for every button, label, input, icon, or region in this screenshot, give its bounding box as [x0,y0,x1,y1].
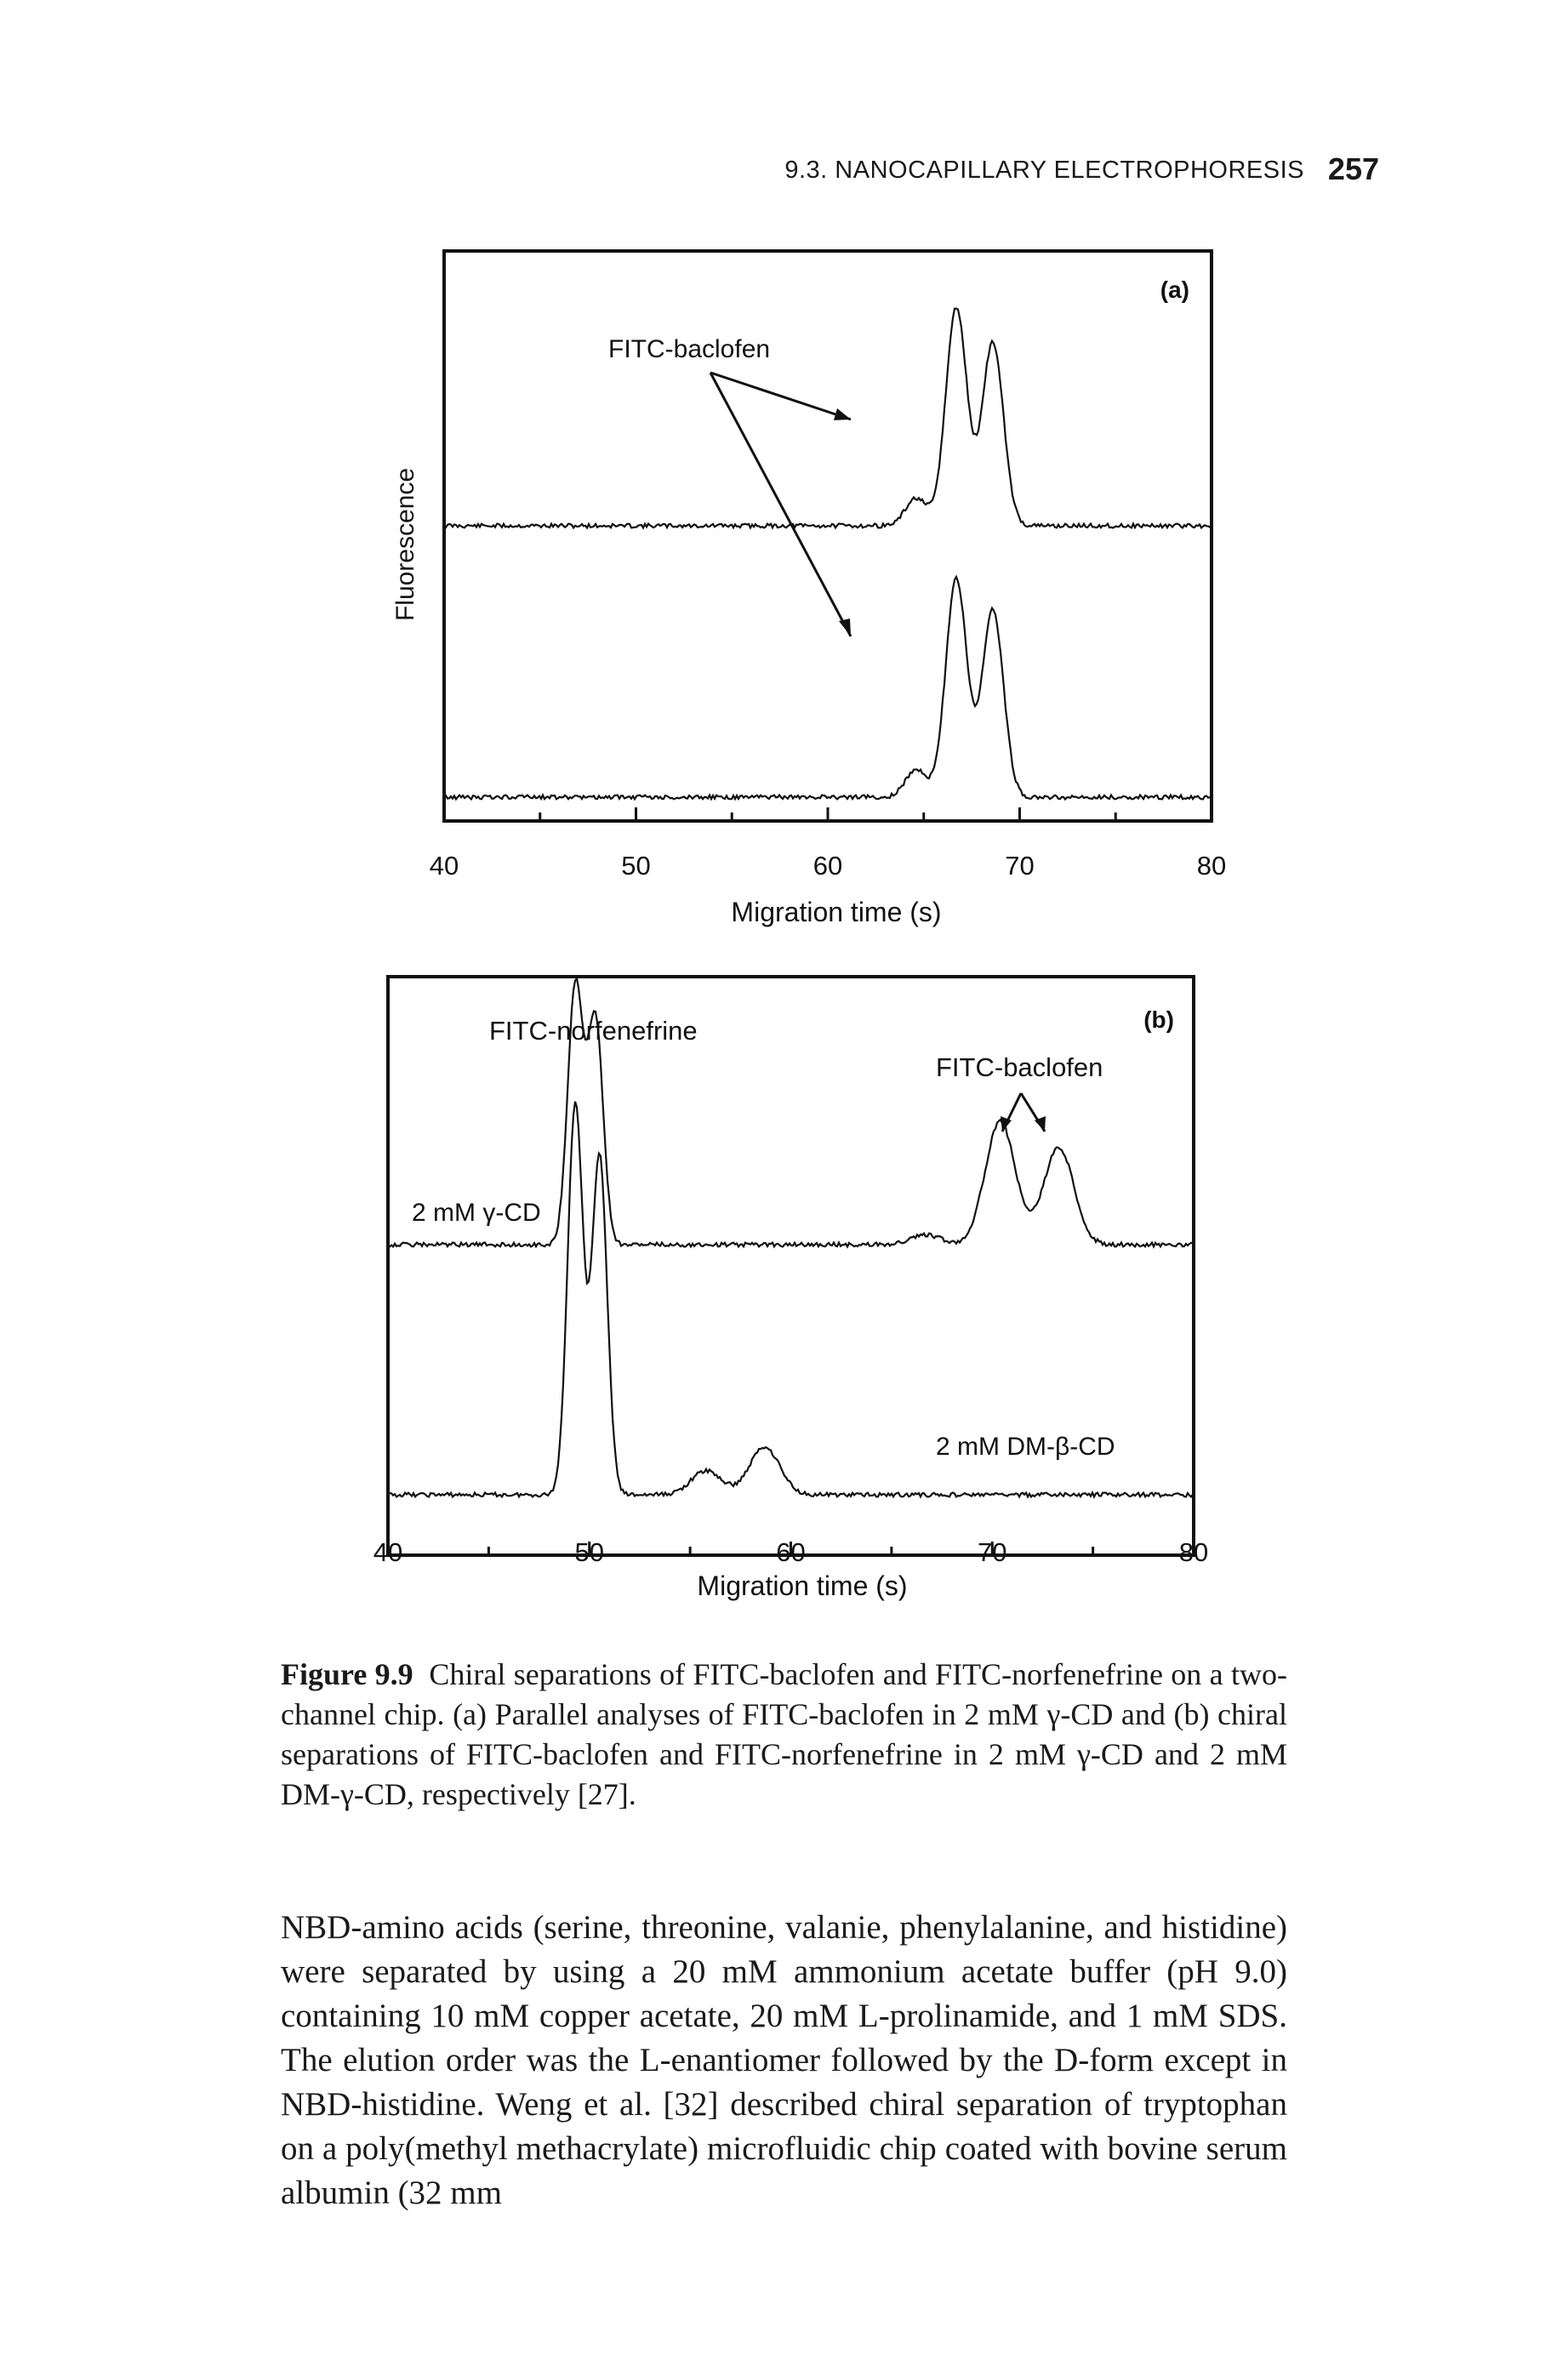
x-tick-label: 60 [813,851,842,881]
x-tick-label: 80 [1197,851,1226,881]
arrowhead-a2 [839,619,851,636]
body-text: NBD-amino acids (serine, threonine, vala… [281,1906,1287,2215]
panel-label-b: (b) [1143,1006,1174,1033]
arrowhead-a1 [834,408,851,420]
annotation-fitc-baclofen-b: FITC-baclofen [936,1052,1103,1082]
running-head: 9.3. NANOCAPILLARY ELECTROPHORESIS [784,157,1304,184]
series-line-2 [443,574,1212,801]
panel-label-a: (a) [1160,276,1189,303]
body-paragraph: NBD-amino acids (serine, threonine, vala… [281,1909,1287,2211]
x-axis-label-a: Migration time (s) [731,897,941,927]
x-tick-label: 40 [430,851,459,881]
arrow-line-a1 [710,371,852,421]
arrow-line-a2 [709,372,852,637]
caption-text: Chiral separations of FITC-baclofen and … [281,1657,1287,1811]
x-tick-label: 60 [776,1537,805,1567]
series-label-dm-beta-cd: 2 mM DM-β-CD [936,1433,1115,1461]
figure-caption: Figure 9.9 Chiral separations of FITC-ba… [281,1655,1287,1815]
annotation-fitc-norfenefrine: FITC-norfenefrine [489,1016,698,1046]
series-line-1 [387,976,1194,1250]
chart-b: 40 50 60 70 80 (b) FITC-norfenefrine FITC-ba… [373,975,1208,1601]
caption-label: Figure 9.9 [281,1657,413,1691]
page-number: 257 [1327,151,1379,186]
arrowhead-b2 [1035,1116,1046,1132]
x-tick-label: 40 [373,1537,402,1567]
chart-a: 40 50 60 70 80 (a) FITC-baclofen Fluorescenc… [391,249,1226,927]
x-tick-label: 70 [978,1537,1006,1567]
annotation-fitc-baclofen-a: FITC-baclofen [608,335,770,363]
series-label-gamma-cd: 2 mM γ-CD [412,1199,541,1227]
x-tick-label: 70 [1005,851,1034,881]
plot-frame-a [442,249,1213,823]
x-axis-label-b: Migration time (s) [697,1570,907,1601]
x-tick-label: 50 [575,1537,604,1567]
y-axis-label-a: Fluorescence [391,468,419,621]
series-line-2 [387,1101,1194,1500]
x-tick-label: 50 [621,851,650,881]
arrowhead-b1 [1001,1116,1012,1132]
series-line-1 [443,307,1212,530]
x-tick-label: 80 [1179,1537,1208,1567]
page-header: 9.3. NANOCAPILLARY ELECTROPHORESIS 257 [0,151,1568,194]
